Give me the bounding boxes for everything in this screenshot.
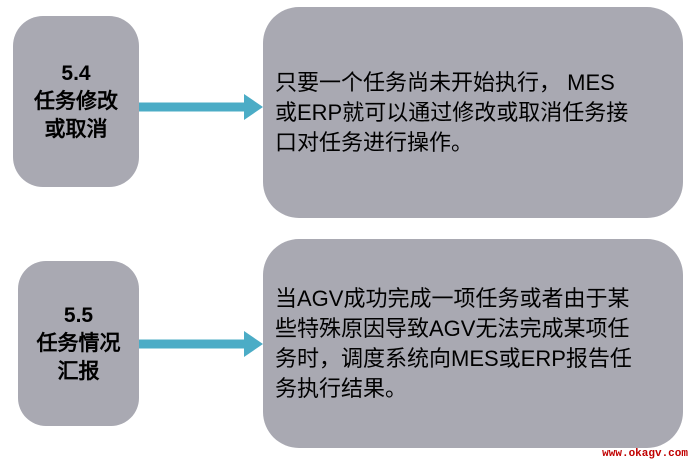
description-line: 务时，调度系统向MES或ERP报告任 xyxy=(275,345,632,371)
description-line: 些特殊原因导致AGV无法完成某项任 xyxy=(275,315,630,341)
step-title-line: 任务情况 xyxy=(36,331,121,355)
description-line: 口对任务进行操作。 xyxy=(275,129,474,155)
right-arrow-icon xyxy=(139,331,263,357)
step-box-5-4: 5.4 任务修改 或取消 xyxy=(13,16,139,187)
description-box-5-4: 只要一个任务尚未开始执行， MES 或ERP就可以通过修改或取消任务接 口对任务… xyxy=(263,7,683,218)
step-box-5-5: 5.5 任务情况 汇报 xyxy=(18,261,139,426)
description-line: 只要一个任务尚未开始执行， MES xyxy=(275,69,615,95)
step-number: 5.4 xyxy=(61,61,91,85)
right-arrow-icon xyxy=(139,94,263,120)
step-title-line: 汇报 xyxy=(57,359,100,383)
step-title-line: 任务修改 xyxy=(34,89,118,113)
description-line: 当AGV成功完成一项任务或者由于某 xyxy=(275,285,630,311)
step-box-5-4-title: 5.4 任务修改 或取消 xyxy=(34,60,118,144)
watermark: www.okagv.com xyxy=(602,448,688,460)
step-title-line: 或取消 xyxy=(44,117,108,141)
step-number: 5.5 xyxy=(63,303,94,327)
description-line: 或ERP就可以通过修改或取消任务接 xyxy=(275,99,629,125)
description-box-5-5: 当AGV成功完成一项任务或者由于某 些特殊原因导致AGV无法完成某项任 务时，调… xyxy=(263,239,683,448)
step-box-5-5-title: 5.5 任务情况 汇报 xyxy=(37,302,121,386)
description-line: 务执行结果。 xyxy=(275,375,408,401)
